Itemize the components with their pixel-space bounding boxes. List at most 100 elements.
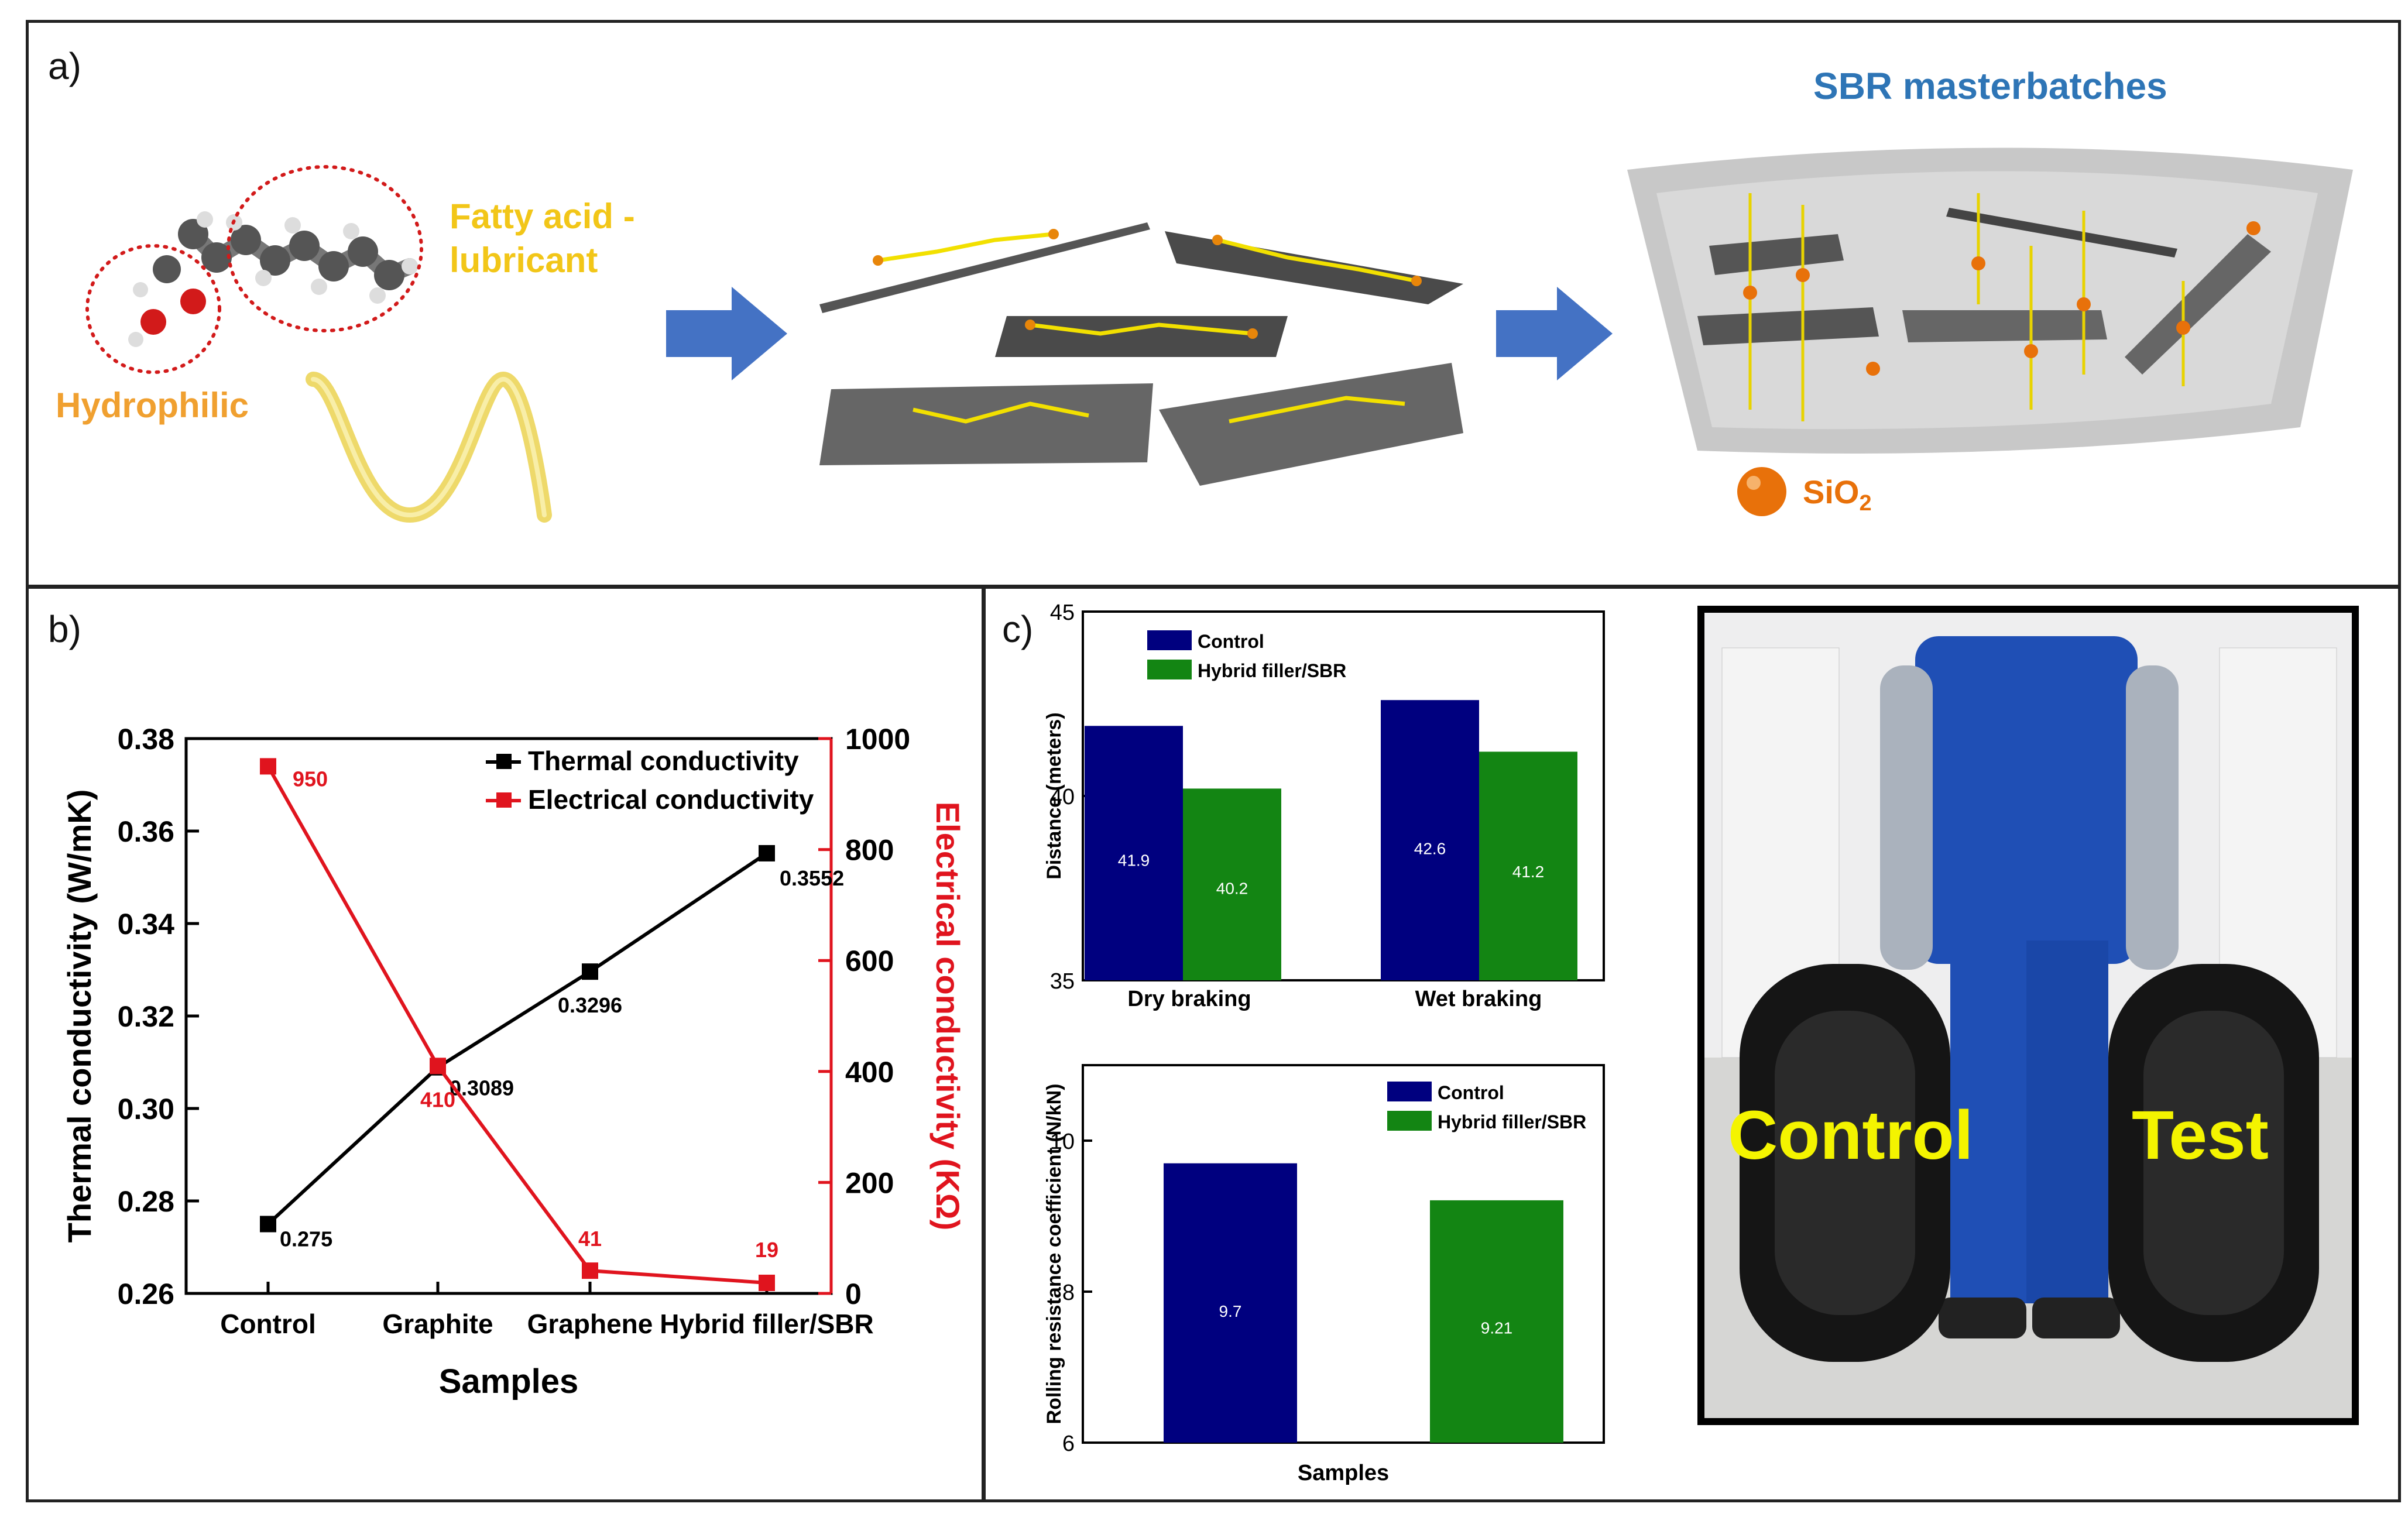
panel-b-label: b): [48, 608, 81, 650]
fatty-acid-label-line1: Fatty acid -: [450, 197, 635, 236]
sio2-subscript: 2: [1859, 491, 1872, 516]
x-tick-label: Control: [220, 1309, 316, 1339]
y-tick-label: 6: [1062, 1432, 1075, 1456]
x-tick-label: Graphite: [382, 1309, 493, 1339]
y-right-tick-label: 600: [845, 945, 894, 977]
panel-c-frame: [982, 585, 2401, 1502]
y-right-tick-label: 800: [845, 834, 894, 867]
data-point: [582, 1262, 598, 1279]
bar-value-label: 42.6: [1414, 840, 1446, 858]
bar-value-label: 9.7: [1219, 1302, 1242, 1320]
sio2-legend-label: SiO2: [1803, 473, 1872, 516]
y-right-axis-label: Electrical conductivity (KΩ): [929, 802, 966, 1231]
data-label: 410: [420, 1087, 455, 1111]
data-point: [759, 1274, 775, 1291]
sbr-masterbatches-title: SBR masterbatches: [1813, 65, 2167, 107]
data-point: [260, 758, 276, 775]
x-axis-label: Samples: [1298, 1461, 1389, 1485]
plot-frame: [1082, 1064, 1605, 1444]
x-axis-label: Samples: [439, 1362, 579, 1401]
y-left-tick-label: 0.34: [118, 908, 175, 941]
hydrophilic-highlight: [85, 244, 221, 374]
data-label: 19: [755, 1238, 778, 1262]
y-left-tick-label: 0.32: [118, 1000, 174, 1033]
bar-value-label: 40.2: [1216, 880, 1248, 898]
series-line: [266, 765, 767, 1285]
legend-label: Control: [1438, 1082, 1504, 1103]
test-tire-label: Test: [2132, 1097, 2269, 1174]
legend-label: Hybrid filler/SBR: [1198, 660, 1346, 681]
x-tick-label: Hybrid filler/SBR: [660, 1309, 874, 1339]
x-tick-label: Graphene: [527, 1309, 653, 1339]
y-left-axis-label: Thermal conductivity (W/mK): [61, 790, 98, 1243]
sio2-base: SiO: [1803, 473, 1860, 510]
bar-value-label: 9.21: [1481, 1319, 1513, 1337]
y-left-tick-label: 0.36: [118, 815, 174, 848]
y-tick-label: 45: [1050, 600, 1075, 625]
hydrophilic-label: Hydrophilic: [56, 386, 249, 425]
person-figure: [1880, 636, 2179, 1338]
data-label: 0.3296: [558, 993, 622, 1017]
legend-label: Control: [1198, 631, 1264, 652]
data-label: 0.3552: [780, 866, 844, 890]
y-left-tick-label: 0.30: [118, 1093, 174, 1125]
legend-swatch: [1147, 660, 1192, 679]
arrow-right-1: [666, 287, 787, 380]
y-tick-label: 10: [1050, 1130, 1075, 1154]
x-tick-label: Dry braking: [1127, 987, 1251, 1011]
bar: [1479, 751, 1577, 980]
legend-label: Hybrid filler/SBR: [1438, 1111, 1586, 1132]
arrow-right-2: [1496, 287, 1613, 380]
x-tick-label: Wet braking: [1415, 987, 1542, 1011]
panel-a-label: a): [48, 45, 81, 87]
legend-swatch: [1387, 1111, 1432, 1131]
panel-c-label: c): [1002, 608, 1034, 650]
y-tick-label: 35: [1050, 969, 1075, 994]
bar-value-label: 41.2: [1512, 863, 1545, 881]
tire-photo: Control Test: [1697, 606, 2359, 1425]
control-tire: [1740, 964, 1950, 1362]
y-left-tick-label: 0.26: [118, 1278, 174, 1310]
data-label: 0.275: [280, 1227, 332, 1251]
control-tire-label: Control: [1728, 1097, 1974, 1174]
bar: [1381, 700, 1479, 980]
legend-label: Thermal conductivity: [528, 746, 799, 776]
data-point: [260, 1216, 276, 1233]
data-label: 950: [293, 767, 328, 791]
y-right-tick-label: 200: [845, 1166, 894, 1199]
legend-swatch: [1387, 1082, 1432, 1101]
fatty-acid-highlight: [227, 165, 423, 332]
data-label: 41: [578, 1227, 602, 1251]
y-axis-label: Distance (meters): [1043, 712, 1065, 879]
sbr-masterbatch-block: [1627, 147, 2353, 454]
y-right-tick-label: 400: [845, 1056, 894, 1089]
y-tick-label: 40: [1050, 785, 1075, 809]
y-right-tick-label: 0: [845, 1278, 862, 1310]
series-line: [266, 852, 768, 1226]
y-left-tick-label: 0.38: [118, 723, 174, 756]
y-tick-label: 8: [1062, 1281, 1075, 1305]
legend-marker: [496, 792, 512, 808]
y-right-tick-label: 1000: [845, 723, 910, 756]
panel-a-illustration: [85, 147, 2353, 523]
bar-value-label: 41.9: [1118, 851, 1150, 869]
fatty-acid-molecule: [128, 211, 418, 347]
data-point: [430, 1058, 446, 1075]
legend-swatch: [1147, 630, 1192, 650]
legend-marker: [496, 754, 512, 769]
legend-label: Electrical conductivity: [528, 784, 814, 815]
bar: [1164, 1163, 1297, 1443]
bar: [1183, 788, 1281, 980]
test-tire: [2108, 964, 2319, 1362]
bar: [1430, 1200, 1563, 1443]
bar: [1085, 726, 1183, 980]
fatty-acid-label-line2: lubricant: [450, 241, 598, 280]
data-point: [582, 963, 598, 980]
tire-photo-illustration: [1704, 613, 2352, 1418]
y-axis-label: Rolling resistance coefficient (N/kN): [1043, 1084, 1065, 1425]
graphene-sheets: [819, 222, 1463, 486]
